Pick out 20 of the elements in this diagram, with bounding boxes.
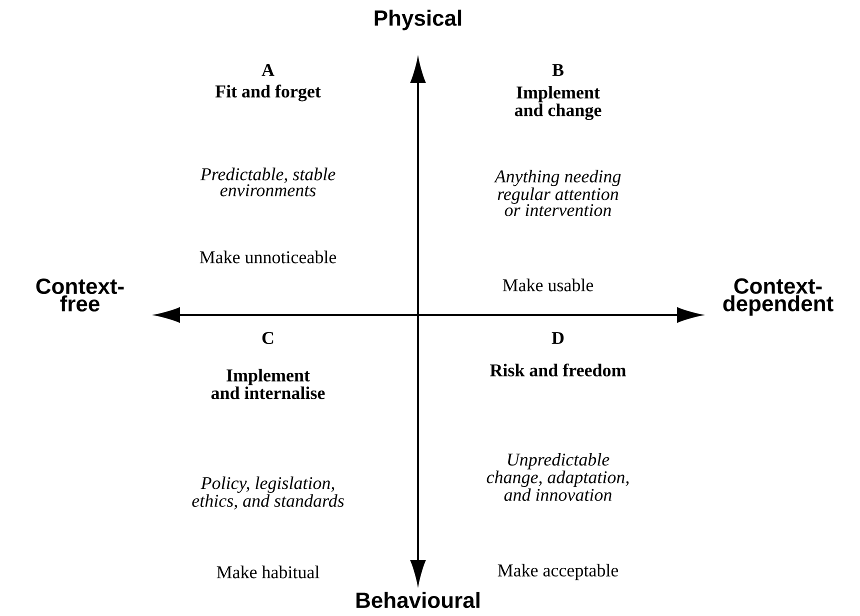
quadrant-letter: A — [262, 64, 274, 76]
quadrant-description: Anything needing regular attention or intervention — [494, 170, 621, 216]
quadrant-guideline: Make habitual — [216, 566, 320, 578]
quadrant-title: Implement and change — [514, 86, 602, 120]
quadrant-letter: C — [262, 332, 274, 344]
quadrant-title: Implement and internalise — [211, 368, 325, 400]
quadrant-description: Policy, legislation, ethics, and standards — [192, 476, 344, 510]
quadrant-guideline: Make acceptable — [498, 564, 618, 580]
quadrant-guideline: Make unnoticeable — [200, 250, 336, 264]
axis-label: Behavioural — [356, 592, 480, 608]
axis-label: Physical — [374, 10, 462, 30]
quadrant-letter: D — [552, 332, 564, 344]
quadrant-description: Unpredictable change, adaptation, and innovation — [486, 453, 629, 501]
axis-label: Context-free — [36, 278, 124, 312]
axis-label: Context-dependent — [723, 278, 834, 316]
quadrant-title: Fit and forget — [215, 84, 321, 102]
quadrant-description: Predictable, stable environments — [200, 168, 336, 196]
quadrant-letter: B — [552, 64, 564, 76]
quadrant-title: Risk and freedom — [490, 364, 626, 376]
quadrant-guideline: Make usable — [502, 278, 594, 292]
